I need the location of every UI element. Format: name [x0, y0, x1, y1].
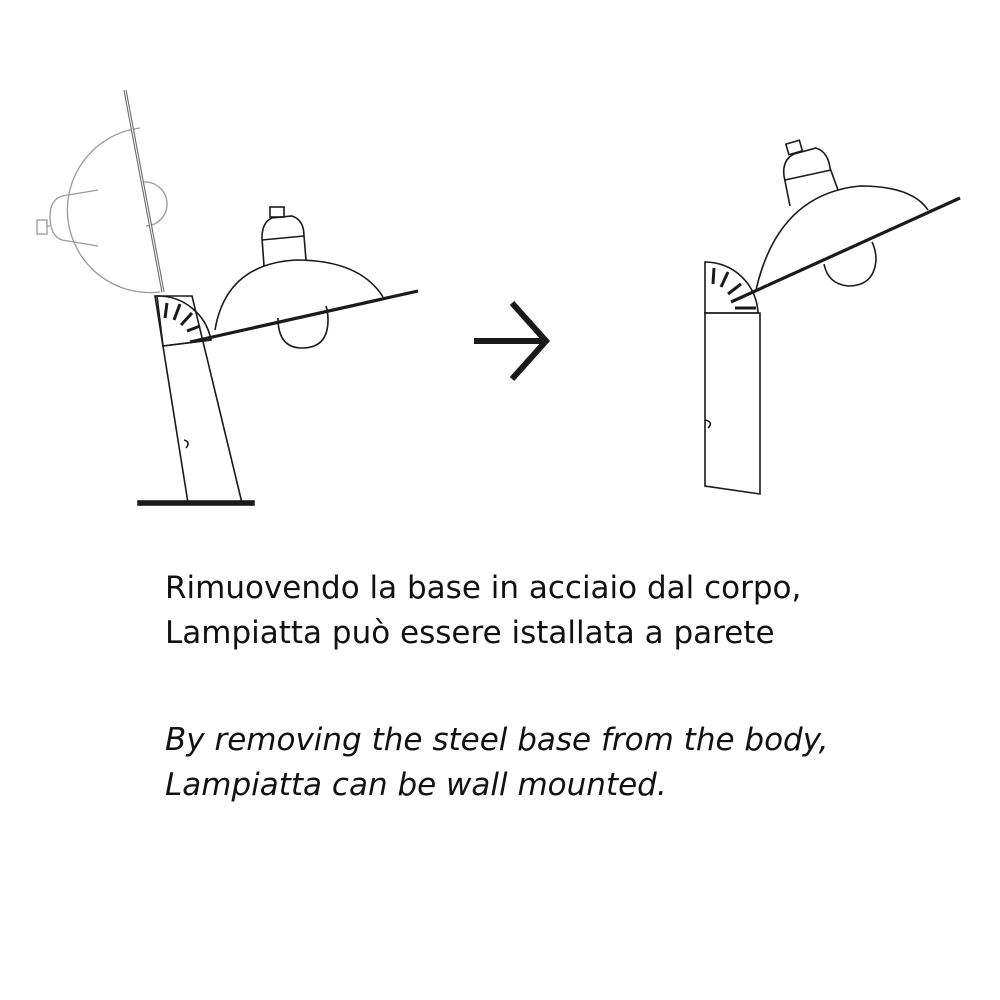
lamp-with-steel-base: [36, 89, 419, 506]
caption-italian-line-1: Rimuovendo la base in acciaio dal corpo,: [165, 570, 802, 606]
wall-lamp-shade: [755, 185, 929, 291]
caption-english: By removing the steel base from the body…: [165, 718, 985, 808]
caption-english-line-1: By removing the steel base from the body…: [165, 722, 829, 758]
lamp-wall-mounted: [704, 139, 961, 495]
wall-bulb: [823, 241, 877, 287]
ghost-shade-position: [36, 127, 168, 294]
hinge-quadrant: [156, 295, 212, 347]
wall-shade-rod: [730, 196, 961, 304]
wall-lamp-body: [704, 312, 761, 495]
socket: [261, 215, 307, 267]
wall-socket: [782, 147, 839, 207]
steel-base: [137, 500, 255, 506]
shade-rod: [189, 289, 419, 344]
caption-english-line-2: Lampiatta can be wall mounted.: [165, 767, 667, 803]
wall-hinge-quadrant: [704, 261, 759, 314]
lamp-shade: [214, 259, 384, 331]
right-arrow-icon: [474, 300, 551, 382]
caption-italian: Rimuovendo la base in acciaio dal corpo,…: [165, 566, 985, 656]
caption-italian-line-2: Lampiatta può essere istallata a parete: [165, 615, 775, 651]
lamp-conversion-diagram: [36, 89, 961, 506]
